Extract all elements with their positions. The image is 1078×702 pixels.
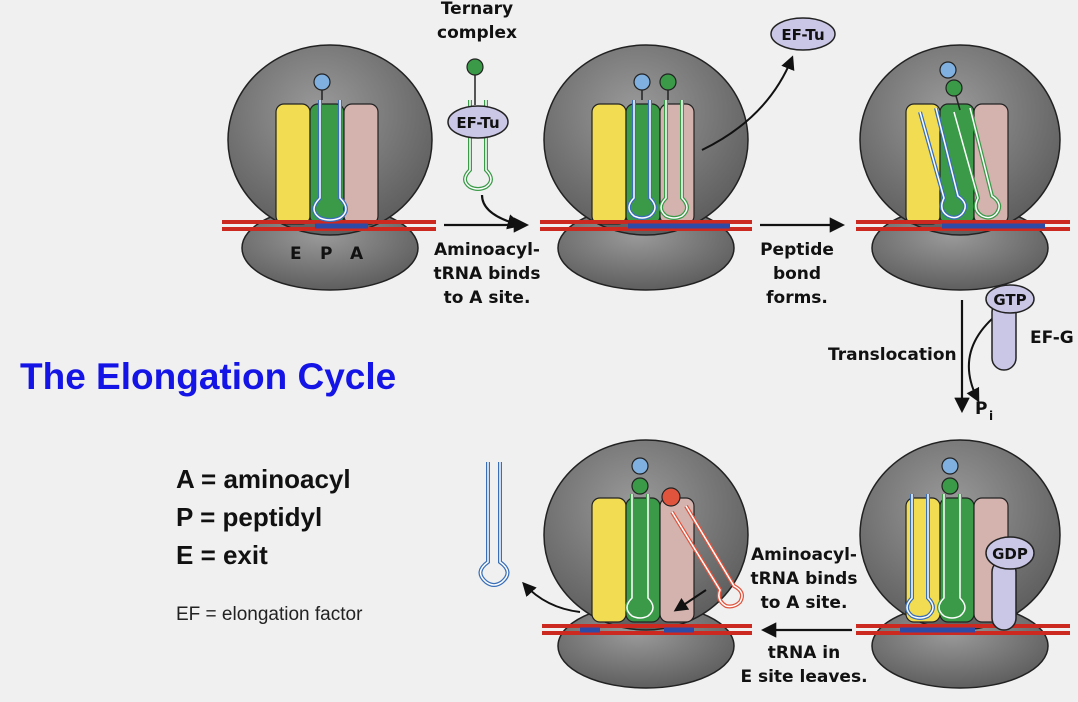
ef-tu-factor xyxy=(447,105,509,139)
gdp-molecule xyxy=(985,536,1035,570)
trna-e-site-blue xyxy=(905,494,935,620)
arrow-gtp-hydrolysis xyxy=(966,311,1001,403)
e-site xyxy=(275,103,311,225)
ternary-complex: Ternary complex EF-Tu xyxy=(437,0,517,191)
amino-acid-green xyxy=(941,477,959,495)
trna-p-site-green xyxy=(625,494,655,620)
step-exit-label: tRNA in E site leaves. xyxy=(740,643,867,687)
ribosome-peptide-bond xyxy=(856,44,1070,291)
svg-text:tRNA binds: tRNA binds xyxy=(434,264,541,284)
ef-g-gtp: GTP EF-G xyxy=(985,284,1074,371)
arrow-ef-tu-release xyxy=(701,55,795,151)
svg-text:tRNA binds: tRNA binds xyxy=(751,569,858,589)
gtp-label: GTP xyxy=(993,291,1026,309)
a-site xyxy=(343,103,379,225)
gtp-molecule xyxy=(985,284,1035,314)
trna-aminoacyl-green xyxy=(463,100,493,191)
mrna-strand xyxy=(540,220,752,231)
ribosome-translocated: GDP xyxy=(856,439,1070,689)
e-site xyxy=(591,103,627,225)
ribosome-initial: E P A xyxy=(222,44,436,291)
arrow-incoming-trna xyxy=(673,589,707,612)
trna-incoming-red xyxy=(670,504,744,609)
amino-acid-green xyxy=(466,58,484,76)
a-site xyxy=(973,103,1009,225)
svg-text:i: i xyxy=(989,409,993,423)
amino-acid-blue xyxy=(939,61,957,79)
step-peptide-bond-label: Peptide bond forms. xyxy=(760,240,834,308)
trna-deacylated-blue xyxy=(918,107,968,220)
amino-acid-green xyxy=(659,73,677,91)
arrow-trna-exit xyxy=(522,581,581,613)
amino-acid-green xyxy=(945,79,963,97)
step-binding-label: Aminoacyl- tRNA binds to A site. xyxy=(434,240,541,308)
mrna-strand xyxy=(856,220,1070,231)
mrna-strand xyxy=(542,624,752,635)
ef-tu-released-label: EF-Tu xyxy=(781,26,824,44)
site-label-p: P xyxy=(320,244,332,264)
amino-acid-blue xyxy=(633,73,651,91)
mrna-strand xyxy=(856,624,1070,635)
svg-text:to A site.: to A site. xyxy=(761,593,848,613)
svg-text:to A site.: to A site. xyxy=(444,288,531,308)
svg-text:E site leaves.: E site leaves. xyxy=(740,667,867,687)
ef-tu-released xyxy=(770,17,836,51)
svg-text:Aminoacyl-: Aminoacyl- xyxy=(434,240,540,260)
amino-acid-blue xyxy=(941,457,959,475)
phosphate-label: P i xyxy=(975,399,993,423)
ef-g-label: EF-G xyxy=(1030,328,1074,348)
trna-aminoacyl-green xyxy=(659,100,689,220)
site-label-e: E xyxy=(290,244,302,264)
ribosome-a-site-bound xyxy=(540,44,752,291)
svg-text:Peptide: Peptide xyxy=(760,240,834,260)
ef-g-factor xyxy=(991,559,1017,631)
gdp-label: GDP xyxy=(992,545,1028,563)
svg-text:Aminoacyl-: Aminoacyl- xyxy=(751,545,857,565)
mrna-strand xyxy=(222,220,436,231)
svg-text:forms.: forms. xyxy=(766,288,828,308)
trna-leaving-blue xyxy=(478,462,510,587)
legend-aminoacyl: A = aminoacyl xyxy=(176,464,351,494)
legend-peptidyl: P = peptidyl xyxy=(176,502,323,532)
trna-peptidyl-blue xyxy=(627,100,657,220)
trna-peptidyl-green xyxy=(952,107,1002,220)
arrow-step-binding xyxy=(480,194,523,230)
svg-text:tRNA in: tRNA in xyxy=(768,643,840,663)
legend-exit: E = exit xyxy=(176,540,268,570)
ef-g-gdp: GDP xyxy=(985,536,1035,631)
amino-acid-red xyxy=(661,487,681,507)
page-title: The Elongation Cycle xyxy=(20,356,397,397)
ribosome-next-cycle xyxy=(542,439,752,689)
trna-peptidyl-blue xyxy=(312,100,348,222)
translocation-label: Translocation xyxy=(828,345,957,365)
ternary-label-line2: complex xyxy=(437,23,517,43)
svg-text:bond: bond xyxy=(773,264,821,284)
e-site xyxy=(591,497,627,623)
ternary-label-line1: Ternary xyxy=(441,0,513,19)
legend-elongation-factor: EF = elongation factor xyxy=(176,604,363,625)
amino-acid-green xyxy=(631,477,649,495)
ef-tu-label: EF-Tu xyxy=(456,114,499,132)
svg-text:P: P xyxy=(975,399,987,419)
amino-acid-blue xyxy=(313,73,331,91)
trna-p-site-green xyxy=(937,494,967,620)
amino-acid-blue xyxy=(631,457,649,475)
step-binding-again-label: Aminoacyl- tRNA binds to A site. xyxy=(751,545,858,613)
site-label-a: A xyxy=(350,244,364,264)
